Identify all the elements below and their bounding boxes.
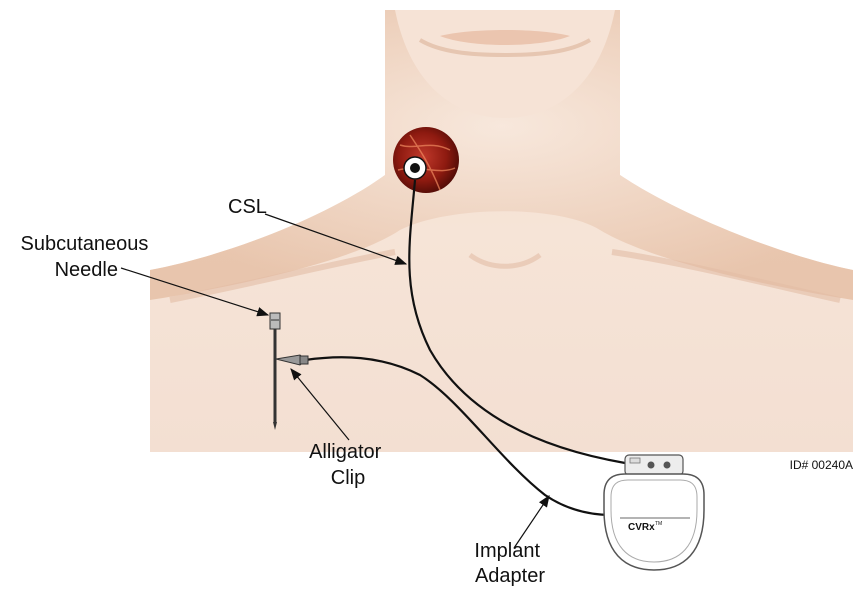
implant-adapter-label: Implant Adapter xyxy=(474,540,545,587)
carotid-electrode xyxy=(393,127,459,193)
subcutaneous-needle-label: Subcutaneous Needle xyxy=(21,233,154,281)
alligator-clip-line2: Clip xyxy=(331,467,365,489)
torso-illustration xyxy=(150,10,853,452)
implant-device: CVRx TM xyxy=(604,455,704,570)
alligator-clip-line1: Alligator xyxy=(309,441,382,463)
implant-adapter-line2: Adapter xyxy=(475,565,545,587)
subcutaneous-needle-line2: Needle xyxy=(55,259,118,281)
csl-label: CSL xyxy=(228,196,267,218)
device-brand-text: CVRx xyxy=(628,522,655,533)
subcutaneous-needle-line1: Subcutaneous xyxy=(21,233,149,255)
document-id: ID# 00240A xyxy=(790,458,853,472)
implant-adapter-line1: Implant xyxy=(474,540,540,562)
alligator-clip-label: Alligator Clip xyxy=(309,441,387,489)
device-trademark: TM xyxy=(655,521,662,527)
